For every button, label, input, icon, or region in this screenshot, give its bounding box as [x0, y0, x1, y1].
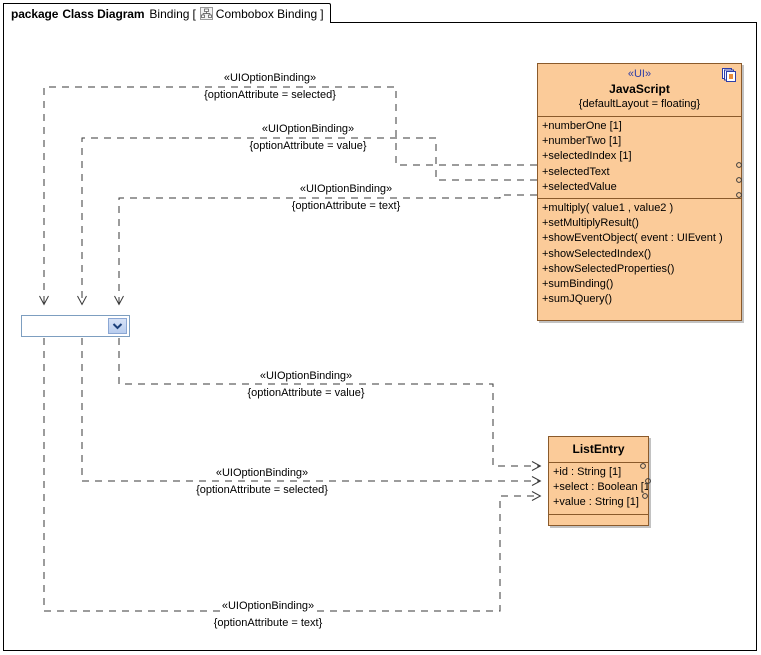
binding-stereotype: «UIOptionBinding»: [259, 122, 357, 136]
operation-row: +showSelectedIndex(): [542, 247, 652, 260]
binding-property: {optionAttribute = text}: [213, 617, 323, 629]
package-name: Binding: [149, 6, 190, 21]
attribute-row: +selectedValue: [542, 180, 617, 193]
document-stack-icon: [722, 68, 737, 82]
binding-stereotype: «UIOptionBinding»: [219, 599, 317, 613]
class-properties: {defaultLayout = floating}: [578, 98, 701, 110]
bracket-open: [: [192, 6, 196, 21]
package-header-tab: package Class Diagram Binding [ Combobox…: [3, 3, 331, 23]
binding-property: {optionAttribute = value}: [247, 387, 365, 399]
binding-stereotype: «UIOptionBinding»: [221, 71, 319, 85]
binding-label-2: «UIOptionBinding» {optionAttribute = val…: [168, 119, 448, 153]
binding-label-5: «UIOptionBinding» {optionAttribute = sel…: [122, 463, 402, 497]
attribute-row: +numberTwo [1]: [542, 135, 622, 148]
binding-label-3: «UIOptionBinding» {optionAttribute = tex…: [206, 179, 486, 213]
package-diagram-type: Class Diagram: [62, 6, 145, 21]
binding-label-6: «UIOptionBinding» {optionAttribute = tex…: [128, 596, 408, 630]
binding-label-4: «UIOptionBinding» {optionAttribute = val…: [166, 366, 446, 400]
class-operations: +multiply( value1 , value2 ) +setMultipl…: [538, 199, 741, 310]
class-operations: [549, 515, 648, 531]
combobox-widget[interactable]: [21, 315, 130, 337]
class-stereotype: «UI»: [627, 68, 652, 80]
operation-row: +showEventObject( event : UIEvent ): [542, 232, 723, 245]
operation-row: +multiply( value1 , value2 ): [542, 202, 674, 215]
class-header: «UI» JavaScript {defaultLayout = floatin…: [538, 64, 741, 117]
package-keyword: package: [11, 6, 59, 21]
class-name: ListEntry: [572, 442, 625, 456]
operation-row: +sumJQuery(): [542, 293, 612, 306]
binding-property: {optionAttribute = selected}: [196, 484, 328, 496]
class-name: JavaScript: [609, 82, 670, 96]
operation-row: +setMultiplyResult(): [542, 217, 639, 230]
class-attributes: +numberOne [1] +numberTwo [1] +selectedI…: [538, 117, 741, 200]
package-diagram-name: Combobox Binding: [215, 6, 318, 21]
class-javascript[interactable]: «UI» JavaScript {defaultLayout = floatin…: [537, 63, 742, 321]
attribute-row: +select : Boolean [1]: [553, 481, 648, 494]
operation-row: +sumBinding(): [542, 278, 614, 291]
binding-property: {optionAttribute = value}: [249, 140, 367, 152]
class-header: ListEntry: [549, 437, 648, 463]
binding-property: {optionAttribute = selected}: [204, 89, 336, 101]
binding-stereotype: «UIOptionBinding»: [213, 466, 311, 480]
operation-row: +showSelectedProperties(): [542, 262, 675, 275]
attribute-row: +selectedText: [542, 165, 610, 178]
attribute-row: +selectedIndex [1]: [542, 150, 632, 163]
binding-property: {optionAttribute = text}: [291, 200, 401, 212]
attribute-row: +id : String [1]: [553, 466, 622, 478]
attribute-row: +value : String [1]: [553, 496, 639, 509]
class-attributes: +id : String [1] +select : Boolean [1] +…: [549, 463, 648, 515]
chevron-down-icon[interactable]: [108, 318, 127, 334]
binding-stereotype: «UIOptionBinding»: [297, 182, 395, 196]
class-listentry[interactable]: ListEntry +id : String [1] +select : Boo…: [548, 436, 649, 526]
bracket-close: ]: [320, 6, 324, 21]
attribute-row: +numberOne [1]: [542, 120, 622, 132]
binding-label-1: «UIOptionBinding» {optionAttribute = sel…: [130, 68, 410, 102]
class-diagram-icon: [199, 7, 213, 20]
binding-stereotype: «UIOptionBinding»: [257, 369, 355, 383]
